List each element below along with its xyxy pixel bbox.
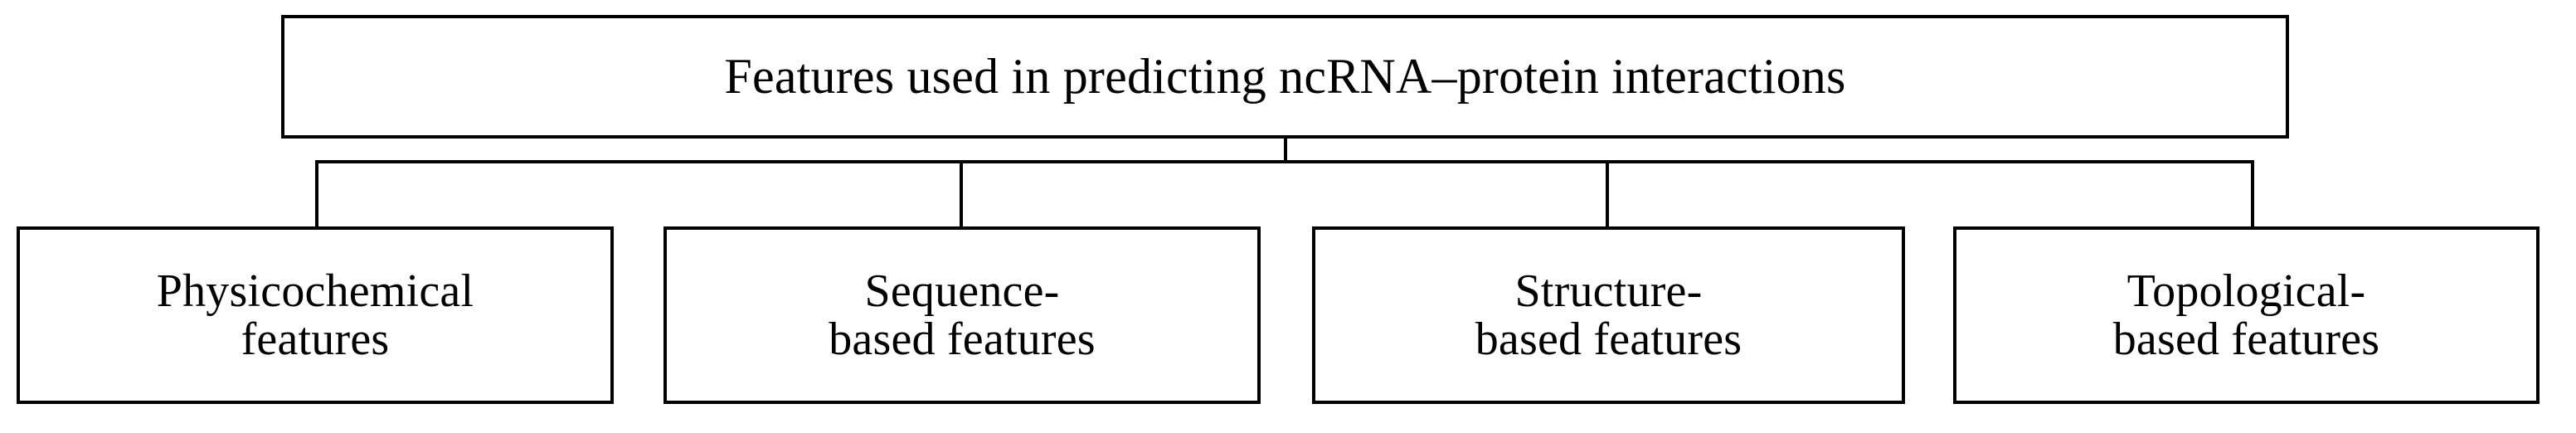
connector-drop-physicochemical	[315, 160, 318, 228]
root-node-features: Features used in predicting ncRNA–protei…	[281, 15, 2289, 139]
leaf-node-sequence-based-features: Sequence- based features	[663, 226, 1261, 404]
connector-bus-bar	[315, 160, 2254, 163]
leaf-node-label-physicochemical: Physicochemical features	[156, 265, 474, 365]
leaf-node-physicochemical-features: Physicochemical features	[17, 226, 614, 404]
connector-drop-topological-based	[2251, 160, 2254, 228]
leaf-node-structure-based-features: Structure- based features	[1312, 226, 1905, 404]
leaf-node-label-structure-based: Structure- based features	[1475, 265, 1742, 365]
root-node-label: Features used in predicting ncRNA–protei…	[724, 49, 1846, 105]
connector-drop-sequence-based	[960, 160, 963, 228]
connector-root-stem	[1284, 139, 1287, 163]
leaf-node-label-topological-based: Topological- based features	[2112, 265, 2380, 365]
leaf-node-topological-based-features: Topological- based features	[1953, 226, 2540, 404]
leaf-node-label-sequence-based: Sequence- based features	[829, 265, 1096, 365]
connector-drop-structure-based	[1606, 160, 1609, 228]
